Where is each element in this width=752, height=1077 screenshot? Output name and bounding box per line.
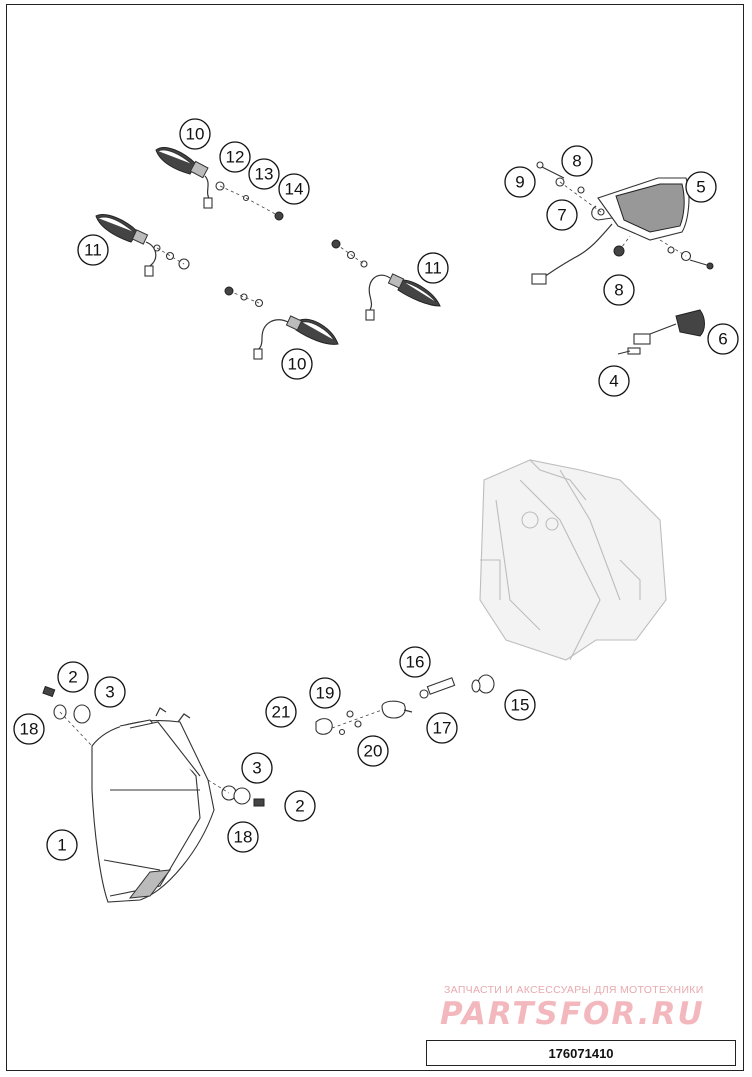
bulbs-and-sockets [315,674,495,736]
callout-2: 2 [284,790,316,822]
callout-label: 7 [557,206,566,225]
turn-signal-front-right [224,286,339,360]
callout-label: 8 [614,281,623,300]
callout-label: 4 [609,372,618,391]
diagram-code: 176071410 [548,1045,614,1061]
callout-18: 18 [227,821,259,853]
callout-label: 18 [20,720,39,739]
callout-3: 3 [241,752,273,784]
callout-label: 16 [406,653,425,672]
callout-7: 7 [546,199,578,231]
callout-label: 19 [316,684,335,703]
callout-1: 1 [46,829,78,861]
callout-15: 15 [504,689,536,721]
watermark-tagline: ЗАПЧАСТИ И АКСЕССУАРЫ ДЛЯ МОТОТЕХНИКИ [444,984,704,996]
headlight-housing [91,707,215,903]
callout-label: 17 [433,719,452,738]
callout-18: 18 [13,713,45,745]
callout-label: 9 [515,173,524,192]
callout-5: 5 [685,171,717,203]
callout-8: 8 [561,145,593,177]
callout-label: 8 [572,152,581,171]
callout-11: 11 [77,234,109,266]
turn-signal-front-left [155,147,284,221]
license-plate-light [617,309,705,355]
callout-19: 19 [309,677,341,709]
callout-20: 20 [357,735,389,767]
callout-label: 14 [285,180,304,199]
tail-light-assembly [531,161,714,285]
callout-21: 21 [265,696,297,728]
callout-label: 20 [364,742,383,761]
callout-4: 4 [598,365,630,397]
callout-11: 11 [417,252,449,284]
mount-fasteners [42,685,265,807]
callout-16: 16 [399,646,431,678]
callout-14: 14 [278,173,310,205]
callout-label: 11 [84,241,102,260]
drawing-frame [6,4,744,1071]
callout-9: 9 [504,166,536,198]
headlight-bracket-reference [479,459,667,661]
callout-6: 6 [707,323,739,355]
watermark-logo: PARTSFOR.RU [440,996,705,1032]
callout-label: 15 [511,696,530,715]
callout-label: 6 [718,330,727,349]
turn-signal-rear-right [331,239,441,321]
turn-signal-rear-left [95,214,190,277]
callout-3: 3 [94,676,126,708]
callout-label: 1 [57,836,66,855]
callout-8: 8 [603,274,635,306]
callout-label: 2 [295,797,304,816]
callout-label: 3 [252,759,261,778]
callout-2: 2 [57,661,89,693]
callout-10: 10 [281,348,313,380]
leader-lines [59,181,687,794]
callout-label: 21 [272,703,291,722]
callout-label: 12 [226,148,245,167]
callout-label: 10 [288,355,307,374]
callout-label: 13 [255,165,274,184]
callout-label: 3 [105,683,114,702]
callout-10: 10 [179,118,211,150]
callout-12: 12 [219,141,251,173]
callout-17: 17 [426,712,458,744]
callout-label: 10 [186,125,205,144]
callout-label: 5 [696,178,705,197]
callout-13: 13 [248,158,280,190]
callout-label: 11 [424,259,442,278]
callout-label: 18 [234,828,253,847]
diagram-code-box: 176071410 [426,1040,736,1066]
callout-label: 2 [68,668,77,687]
